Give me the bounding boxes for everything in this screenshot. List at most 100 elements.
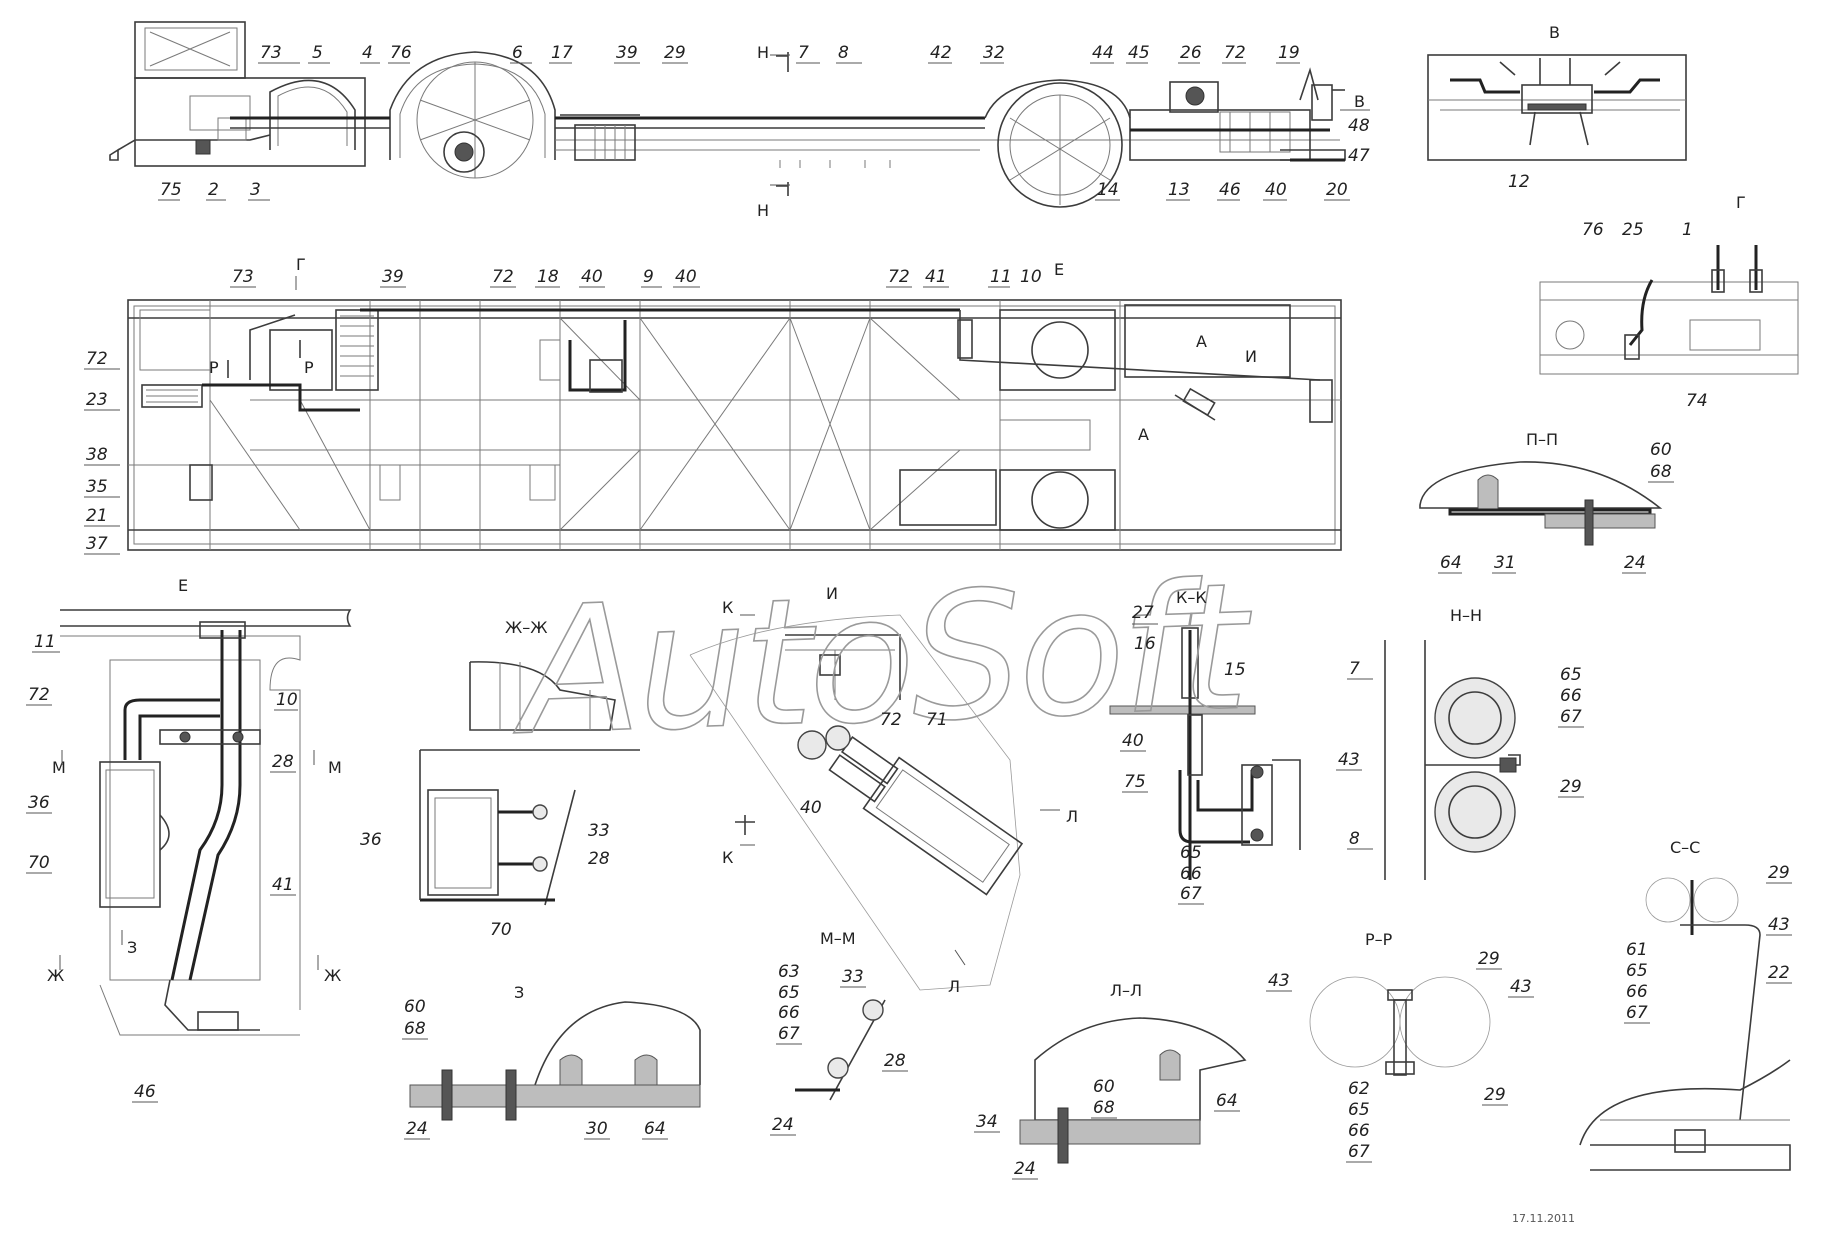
callout: 10 bbox=[1020, 267, 1042, 287]
cut-l-top: Л bbox=[1066, 807, 1078, 826]
leader-lines bbox=[26, 62, 1792, 1180]
cut-i-plan: И bbox=[1245, 347, 1257, 366]
section-z bbox=[409, 1001, 701, 1121]
callout: 65 bbox=[1626, 961, 1648, 981]
title-kk: К–К bbox=[1176, 588, 1207, 607]
view-v bbox=[1427, 54, 1687, 161]
callouts-views: 12 76 25 1 74 bbox=[1508, 172, 1708, 411]
callout: 74 bbox=[1686, 391, 1708, 411]
callout: 66 bbox=[1626, 982, 1648, 1002]
callout: 30 bbox=[586, 1119, 608, 1139]
callout: 6 bbox=[512, 43, 523, 63]
callout: 68 bbox=[1650, 462, 1672, 482]
callout: 60 bbox=[1650, 440, 1672, 460]
callout: 28 bbox=[272, 752, 294, 772]
callout: 75 bbox=[160, 180, 182, 200]
callout: 29 bbox=[1768, 863, 1790, 883]
cut-r1: Р bbox=[209, 358, 219, 377]
section-zhzh bbox=[419, 661, 640, 906]
callout: 65 bbox=[778, 983, 800, 1003]
callout: 73 bbox=[260, 43, 282, 63]
callout: 44 bbox=[1092, 43, 1114, 63]
callout: 29 bbox=[1560, 777, 1582, 797]
section-pp bbox=[1419, 461, 1663, 546]
callout: 72 bbox=[888, 267, 910, 287]
callout: 2 bbox=[208, 180, 219, 200]
title-rr: Р–Р bbox=[1365, 930, 1393, 949]
cut-marks: Н Н В Г А А И Р Р М М Ж Ж З К К Л Л bbox=[47, 43, 1365, 996]
callout: 22 bbox=[1768, 963, 1790, 983]
title-e-detail: Е bbox=[178, 576, 188, 595]
callout: 61 bbox=[1626, 940, 1648, 960]
title-z: З bbox=[514, 983, 524, 1002]
callout: 3 bbox=[250, 180, 261, 200]
callout: 68 bbox=[404, 1019, 426, 1039]
callout: 72 bbox=[1224, 43, 1246, 63]
callout: 15 bbox=[1224, 660, 1246, 680]
callout: 60 bbox=[404, 997, 426, 1017]
callout: 31 bbox=[1494, 553, 1516, 573]
callout: 37 bbox=[86, 534, 108, 554]
callout: 14 bbox=[1097, 180, 1119, 200]
callout: 36 bbox=[360, 830, 382, 850]
callout: 33 bbox=[842, 967, 864, 987]
cut-v-arrow: В bbox=[1354, 92, 1365, 111]
callout: 1 bbox=[1682, 220, 1693, 240]
callout: 23 bbox=[86, 390, 108, 410]
callout: 17 bbox=[551, 43, 573, 63]
callout: 40 bbox=[1122, 731, 1144, 751]
callout: 42 bbox=[930, 43, 952, 63]
callout: 60 bbox=[1093, 1077, 1115, 1097]
callout: 64 bbox=[1440, 553, 1462, 573]
side-view bbox=[109, 21, 1346, 208]
callout: 41 bbox=[925, 267, 947, 287]
callout: 40 bbox=[581, 267, 603, 287]
callout: 72 bbox=[492, 267, 514, 287]
callout: 10 bbox=[276, 690, 298, 710]
callout: 32 bbox=[983, 43, 1005, 63]
callout: 67 bbox=[1348, 1142, 1370, 1162]
cut-k-top: К bbox=[722, 598, 734, 617]
cut-zh-right: Ж bbox=[324, 966, 341, 985]
callout: 64 bbox=[644, 1119, 666, 1139]
callout: 18 bbox=[537, 267, 559, 287]
callout: 43 bbox=[1768, 915, 1790, 935]
callout: 34 bbox=[976, 1112, 998, 1132]
callout: 43 bbox=[1338, 750, 1360, 770]
callout: 24 bbox=[772, 1115, 794, 1135]
callout: 40 bbox=[675, 267, 697, 287]
watermark: AutoSoft bbox=[507, 546, 1256, 775]
title-e-top: Е bbox=[1054, 260, 1064, 279]
callout: 7 bbox=[798, 43, 809, 63]
title-i: И bbox=[826, 584, 838, 603]
callout: 36 bbox=[28, 793, 50, 813]
callout: 29 bbox=[1478, 949, 1500, 969]
title-nn: Н–Н bbox=[1450, 606, 1482, 625]
callouts-nn: 7 65 66 67 43 29 8 bbox=[1338, 659, 1582, 849]
callout: 28 bbox=[588, 849, 610, 869]
title-ll: Л–Л bbox=[1110, 981, 1142, 1000]
detail-e bbox=[60, 609, 352, 1036]
plan-view bbox=[127, 299, 1342, 551]
callout: 13 bbox=[1168, 180, 1190, 200]
callouts-zhzh: 36 33 28 70 bbox=[360, 821, 610, 940]
callout: 62 bbox=[1348, 1079, 1370, 1099]
callout: 46 bbox=[134, 1082, 156, 1102]
callout: 43 bbox=[1268, 971, 1290, 991]
callouts-pp: 60 68 64 31 24 bbox=[1440, 440, 1672, 573]
section-ss bbox=[1579, 877, 1791, 1171]
callout: 72 bbox=[86, 349, 108, 369]
callout: 46 bbox=[1219, 180, 1241, 200]
callout: 40 bbox=[800, 798, 822, 818]
callout: 66 bbox=[1560, 686, 1582, 706]
callout: 35 bbox=[86, 477, 108, 497]
title-v: В bbox=[1549, 23, 1560, 42]
callout: 73 bbox=[232, 267, 254, 287]
callout: 72 bbox=[880, 710, 902, 730]
callout: 12 bbox=[1508, 172, 1530, 192]
detail-i bbox=[689, 614, 1024, 991]
cut-n-bottom: Н bbox=[757, 201, 769, 220]
callout: 39 bbox=[382, 267, 404, 287]
cut-g-arrow: Г bbox=[296, 255, 306, 274]
